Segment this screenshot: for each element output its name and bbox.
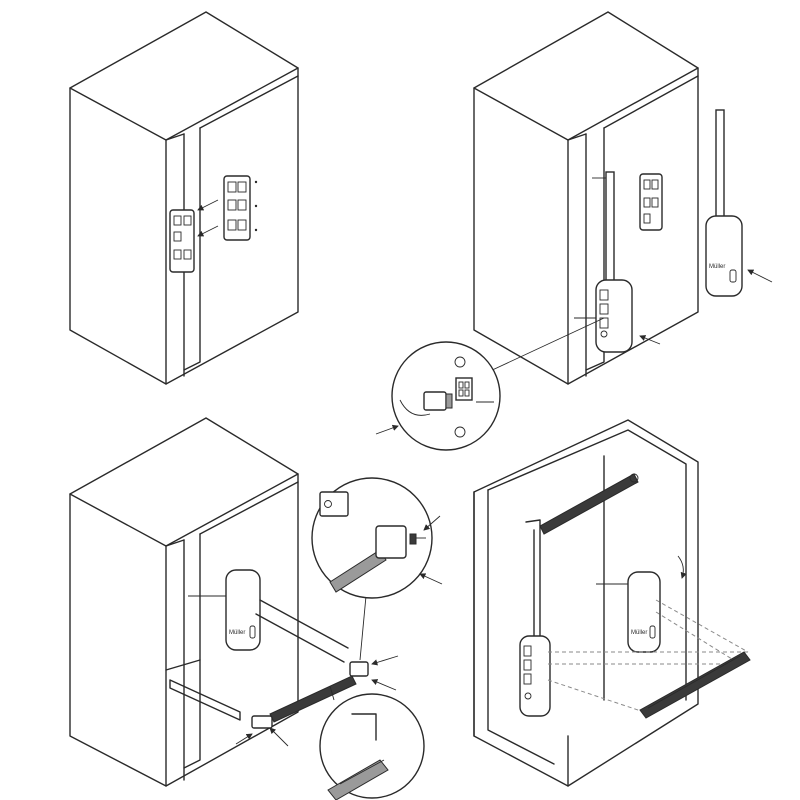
rail-bar — [235, 655, 399, 747]
lift-device-attached — [574, 171, 633, 353]
lift-device-loose: Müller — [705, 109, 773, 297]
wall-bracket — [169, 209, 195, 273]
device-brand-label: Müller — [709, 264, 725, 270]
cabinet — [69, 11, 299, 385]
rail-bar-lowered — [639, 651, 751, 719]
lift-arm-raised — [519, 473, 639, 717]
cabinet-open — [473, 419, 699, 787]
step-4-lift-in-use: Müller — [473, 419, 751, 787]
detail-hex-key — [319, 685, 425, 800]
cabinet — [473, 11, 699, 385]
mounting-plate — [223, 175, 251, 241]
device-brand-label: Müller — [631, 630, 647, 636]
lowered-position-dashed — [547, 599, 749, 713]
cabinet — [69, 417, 299, 787]
step-2-attach-device: Müller — [473, 11, 773, 385]
detail-connector-clip — [375, 317, 605, 451]
screw-arrows — [197, 180, 258, 237]
device-brand-label: Müller — [229, 630, 245, 636]
step-3-install-rail: Müller — [69, 417, 399, 787]
step-1-mount-bracket — [69, 11, 299, 385]
lift-device: Müller — [188, 569, 349, 663]
mounting-plate — [639, 173, 663, 231]
detail-rail-end-cap — [311, 477, 443, 661]
lift-device: Müller — [596, 555, 687, 653]
